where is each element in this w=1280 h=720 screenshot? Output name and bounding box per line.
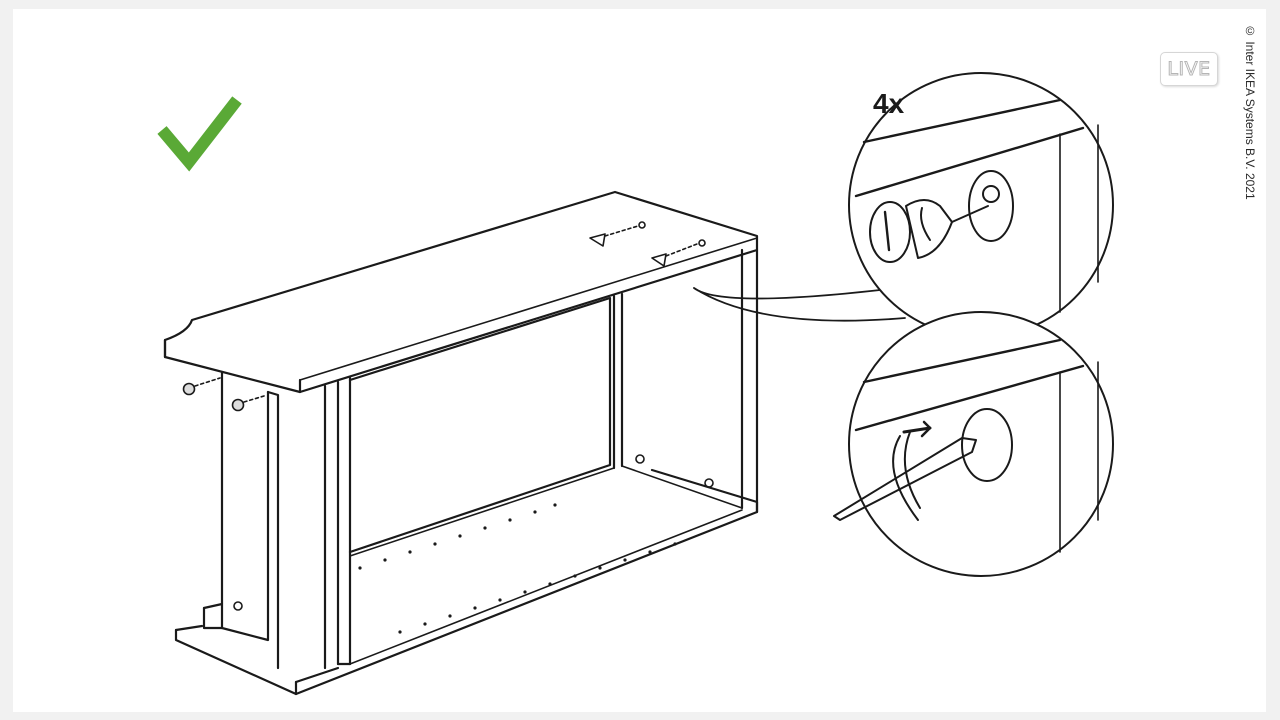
dowel — [182, 382, 196, 396]
left-side-panel — [220, 370, 270, 642]
top-panel — [163, 190, 759, 394]
detail-circle-screwdriver — [833, 311, 1114, 577]
front-stile — [323, 376, 352, 670]
bottom-panel — [174, 468, 759, 696]
cam-lock — [233, 601, 243, 611]
callout-pointer — [693, 287, 906, 322]
copyright-notice: © Inter IKEA Systems B.V. 2021 — [1243, 24, 1257, 200]
detail-circle-cam-lock — [848, 72, 1114, 338]
cam-lock — [635, 454, 645, 464]
cabinet-frame — [163, 190, 759, 696]
checkmark-icon — [157, 96, 242, 172]
cam-lock — [704, 478, 714, 488]
shelf-pin-holes — [358, 503, 677, 634]
quantity-label: 4x — [873, 88, 905, 119]
right-side-panel — [740, 248, 759, 514]
live-badge[interactable]: LIVE — [1160, 52, 1218, 86]
dowel — [231, 398, 245, 412]
back-opening — [348, 296, 612, 554]
screwdriver-icon — [833, 437, 977, 521]
cam-lock-fittings — [182, 221, 714, 611]
